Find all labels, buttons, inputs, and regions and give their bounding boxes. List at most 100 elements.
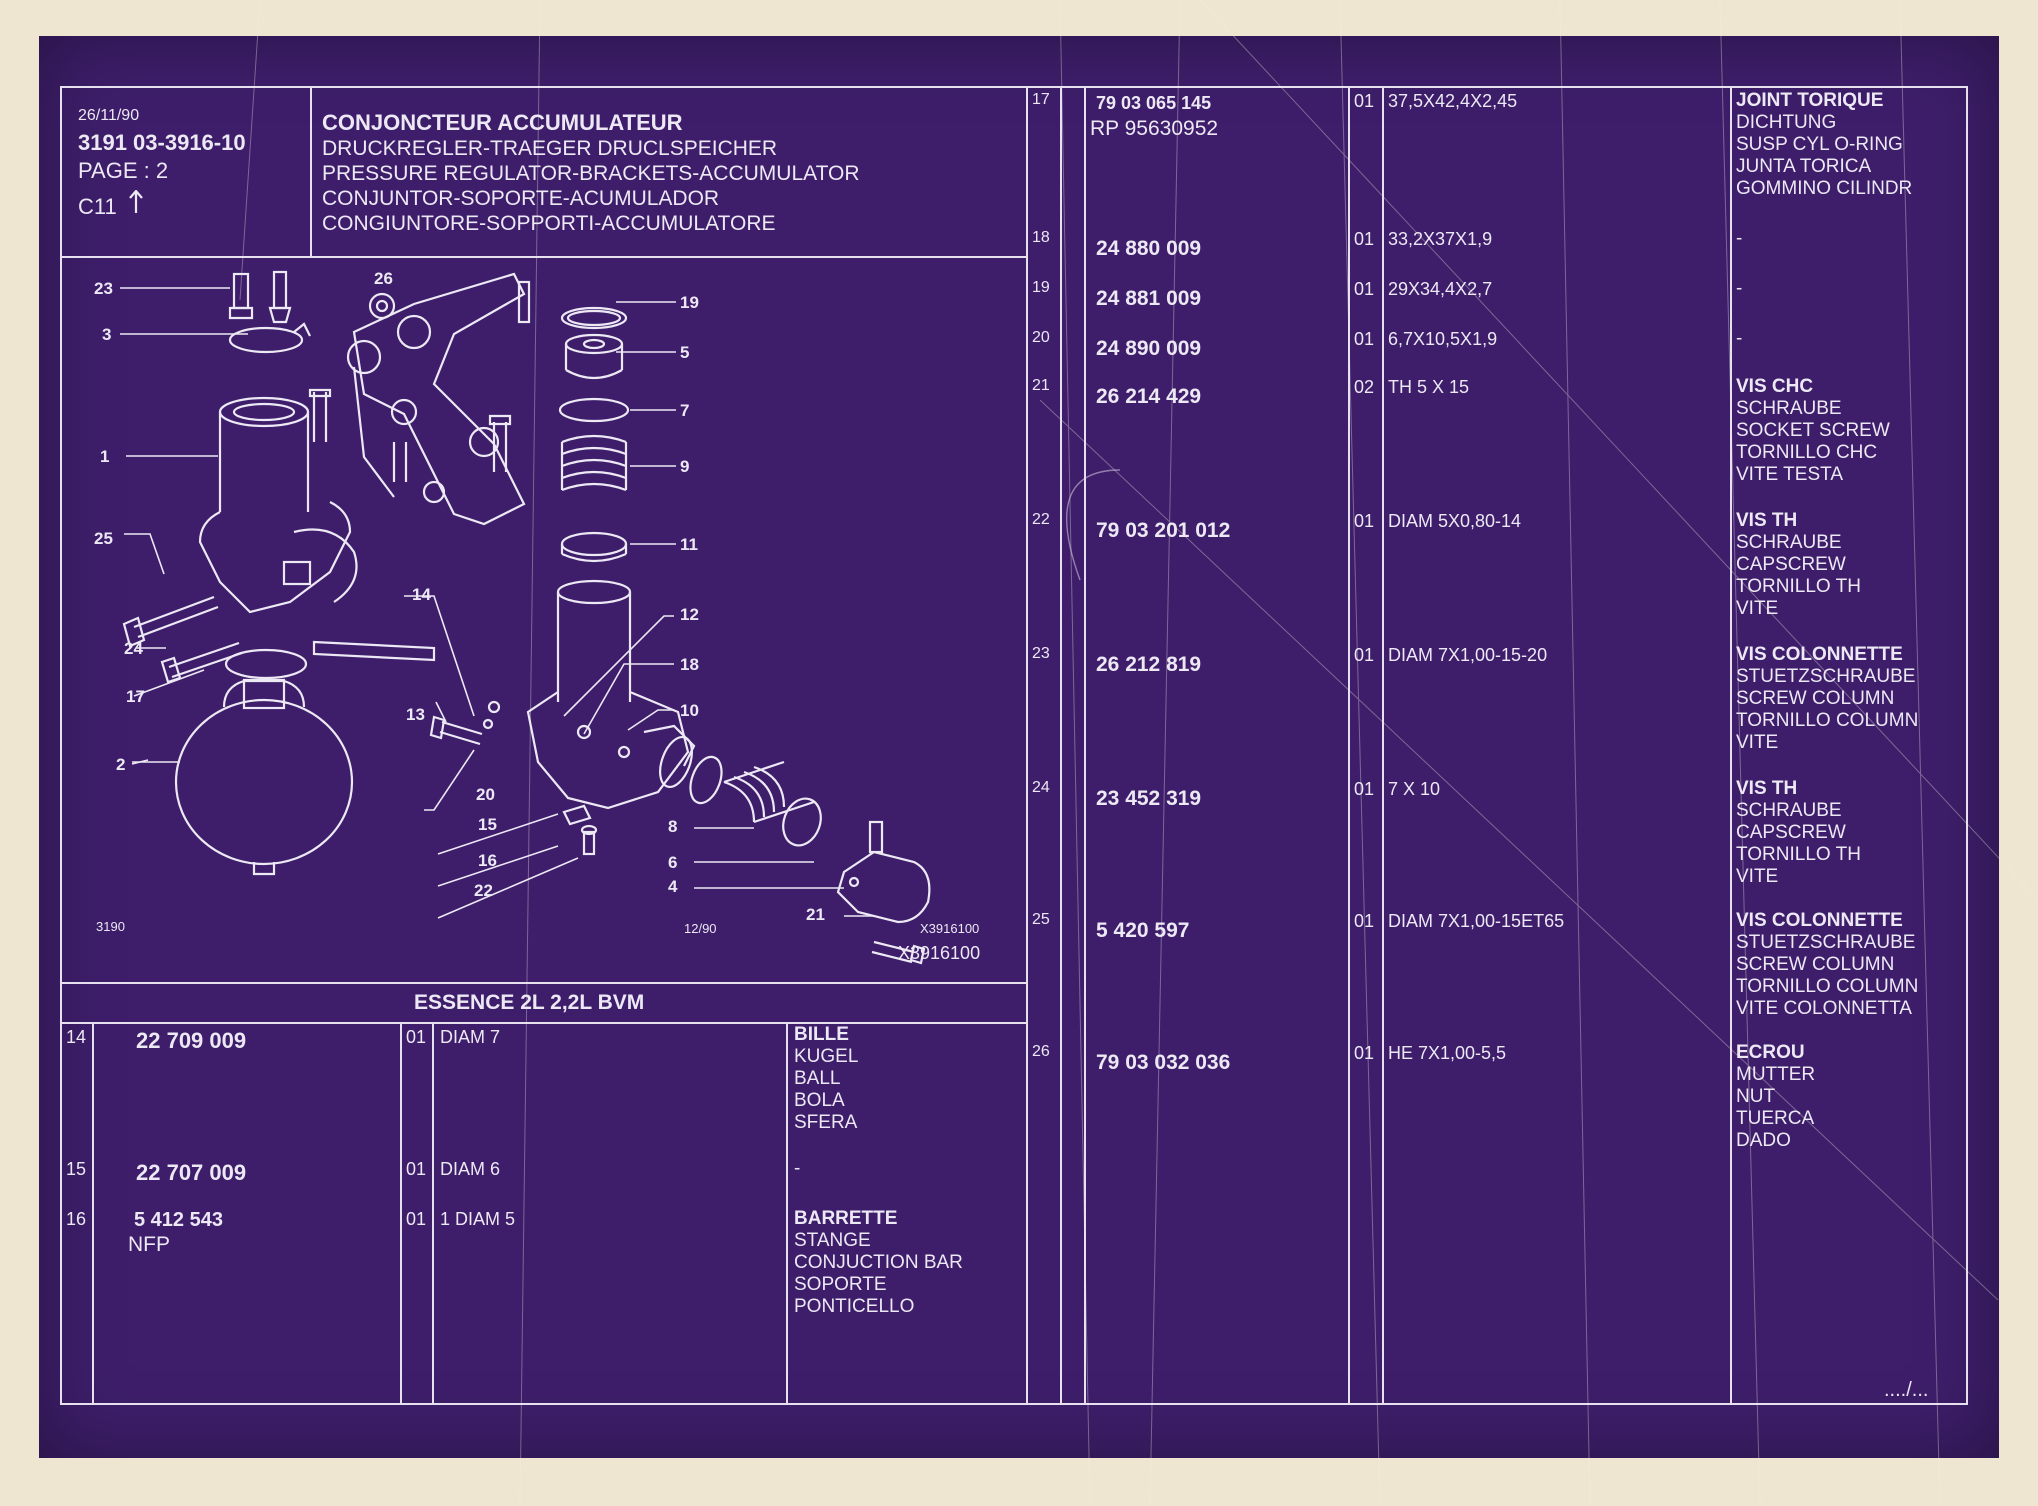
diagram-drawing: 23 26 3 19 5 1 7 9 25 11 14 12 24 18 17 … (94, 269, 931, 965)
specification: DIAM 6 (440, 1159, 501, 1179)
item-number: 18 (1032, 229, 1050, 246)
quantity: 01 (1354, 229, 1375, 249)
svg-text:24: 24 (124, 639, 143, 658)
specification: 33,2X37X1,9 (1388, 229, 1493, 249)
description-line: DADO (1736, 1130, 1791, 1151)
parts-sheet (39, 36, 1999, 1458)
description-line: - (1736, 228, 1743, 249)
description-line: VIS CHC (1736, 376, 1814, 397)
description-line: STUETZSCHRAUBE (1736, 932, 1916, 953)
figure-number: 3190 (96, 919, 125, 934)
part-substitute: RP 95630952 (1090, 117, 1219, 140)
description-line: VITE (1736, 732, 1779, 753)
description-line: JUNTA TORICA (1736, 156, 1872, 177)
description-line: - (1736, 278, 1743, 299)
specification: 1 DIAM 5 (440, 1209, 516, 1229)
description: BILLE KUGEL BALL BOLA SFERA (794, 1024, 858, 1134)
description-line: VIS COLONNETTE (1736, 910, 1903, 931)
svg-text:10: 10 (680, 701, 699, 720)
description-line: STANGE (794, 1230, 871, 1251)
description-line: TORNILLO TH (1736, 576, 1861, 597)
part-number: 24 881 009 (1096, 287, 1202, 310)
up-arrow-icon (129, 189, 143, 218)
section-title: ESSENCE 2L 2,2L BVM (414, 991, 645, 1014)
description-line: SCHRAUBE (1736, 398, 1842, 419)
header-reference: 3191 03-3916-10 (78, 130, 246, 155)
description-line: NUT (1736, 1086, 1776, 1107)
header-title-en: PRESSURE REGULATOR-BRACKETS-ACCUMULATOR (322, 162, 860, 185)
svg-text:12: 12 (680, 605, 699, 624)
description-line: TORNILLO CHC (1736, 442, 1878, 463)
svg-text:23: 23 (94, 279, 113, 298)
description: - (1736, 228, 1742, 250)
description-line: BALL (794, 1068, 841, 1089)
description-line: TORNILLO TH (1736, 844, 1861, 865)
specification: HE 7X1,00-5,5 (1388, 1043, 1507, 1063)
description-line: BARRETTE (794, 1208, 898, 1229)
part-number: 79 03 201 012 (1096, 519, 1231, 542)
quantity: 01 (1354, 1043, 1375, 1063)
svg-text:20: 20 (476, 785, 495, 804)
part-number: 79 03 065 145 (1096, 93, 1212, 113)
part-number: 79 03 032 036 (1096, 1051, 1231, 1074)
header-page: PAGE : 2 (78, 158, 169, 183)
quantity: 01 (406, 1209, 427, 1229)
specification: DIAM 7X1,00-15-20 (1388, 645, 1548, 665)
item-number: 19 (1032, 279, 1050, 296)
specification: DIAM 7X1,00-15ET65 (1388, 911, 1565, 931)
quantity: 01 (1354, 329, 1375, 349)
description-line: CAPSCREW (1736, 822, 1846, 843)
description-line: GOMMINO CILINDR (1736, 178, 1913, 199)
description-line: DICHTUNG (1736, 112, 1837, 133)
svg-text:17: 17 (126, 687, 145, 706)
svg-text:2: 2 (116, 755, 125, 774)
description: - (1736, 328, 1742, 350)
description-line: VITE TESTA (1736, 464, 1843, 485)
item-number: 14 (66, 1027, 87, 1047)
item-number: 16 (66, 1209, 87, 1229)
svg-text:11: 11 (680, 535, 698, 554)
specification: DIAM 7 (440, 1027, 501, 1047)
part-number: 24 880 009 (1096, 237, 1202, 260)
svg-text:21: 21 (806, 905, 825, 924)
diagram-date-mark: 12/90 (684, 921, 717, 936)
quantity: 02 (1354, 377, 1375, 397)
description-line: SCHRAUBE (1736, 532, 1842, 553)
part-number: 24 890 009 (1096, 337, 1202, 360)
description-line: TORNILLO COLUMN (1736, 976, 1919, 997)
description-line: SCREW COLUMN (1736, 954, 1895, 975)
description-line: JOINT TORIQUE (1736, 90, 1884, 111)
part-number: 22 709 009 (136, 1028, 247, 1053)
continuation-mark: ..../... (1884, 1379, 1929, 1401)
part-number: 26 212 819 (1096, 653, 1202, 676)
svg-text:4: 4 (668, 877, 678, 896)
description-line: SOCKET SCREW (1736, 420, 1890, 441)
specification: TH 5 X 15 (1388, 377, 1470, 397)
part-number: 5 420 597 (1096, 919, 1190, 942)
header-title: CONJONCTEUR ACCUMULATEUR (322, 110, 683, 135)
description-line: SUSP CYL O-RING (1736, 134, 1903, 155)
item-number: 17 (1032, 91, 1050, 108)
item-number: 24 (1032, 779, 1050, 796)
item-number: 15 (66, 1159, 87, 1179)
specification: DIAM 5X0,80-14 (1388, 511, 1522, 531)
description-line: VITE (1736, 598, 1779, 619)
description-line: CAPSCREW (1736, 554, 1846, 575)
svg-text:26: 26 (374, 269, 393, 288)
description-line: KUGEL (794, 1046, 859, 1067)
part-substitute: NFP (128, 1233, 170, 1256)
description-line: SCHRAUBE (1736, 800, 1842, 821)
description-line: SFERA (794, 1112, 858, 1133)
item-number: 25 (1032, 911, 1050, 928)
description-line: VIS TH (1736, 510, 1798, 531)
item-number: 22 (1032, 511, 1050, 528)
svg-text:6: 6 (668, 853, 677, 872)
header-title-es: CONJUNTOR-SOPORTE-ACUMULADOR (322, 187, 720, 210)
svg-text:25: 25 (94, 529, 113, 548)
description-line: STUETZSCHRAUBE (1736, 666, 1916, 687)
description-line: BILLE (794, 1024, 849, 1045)
